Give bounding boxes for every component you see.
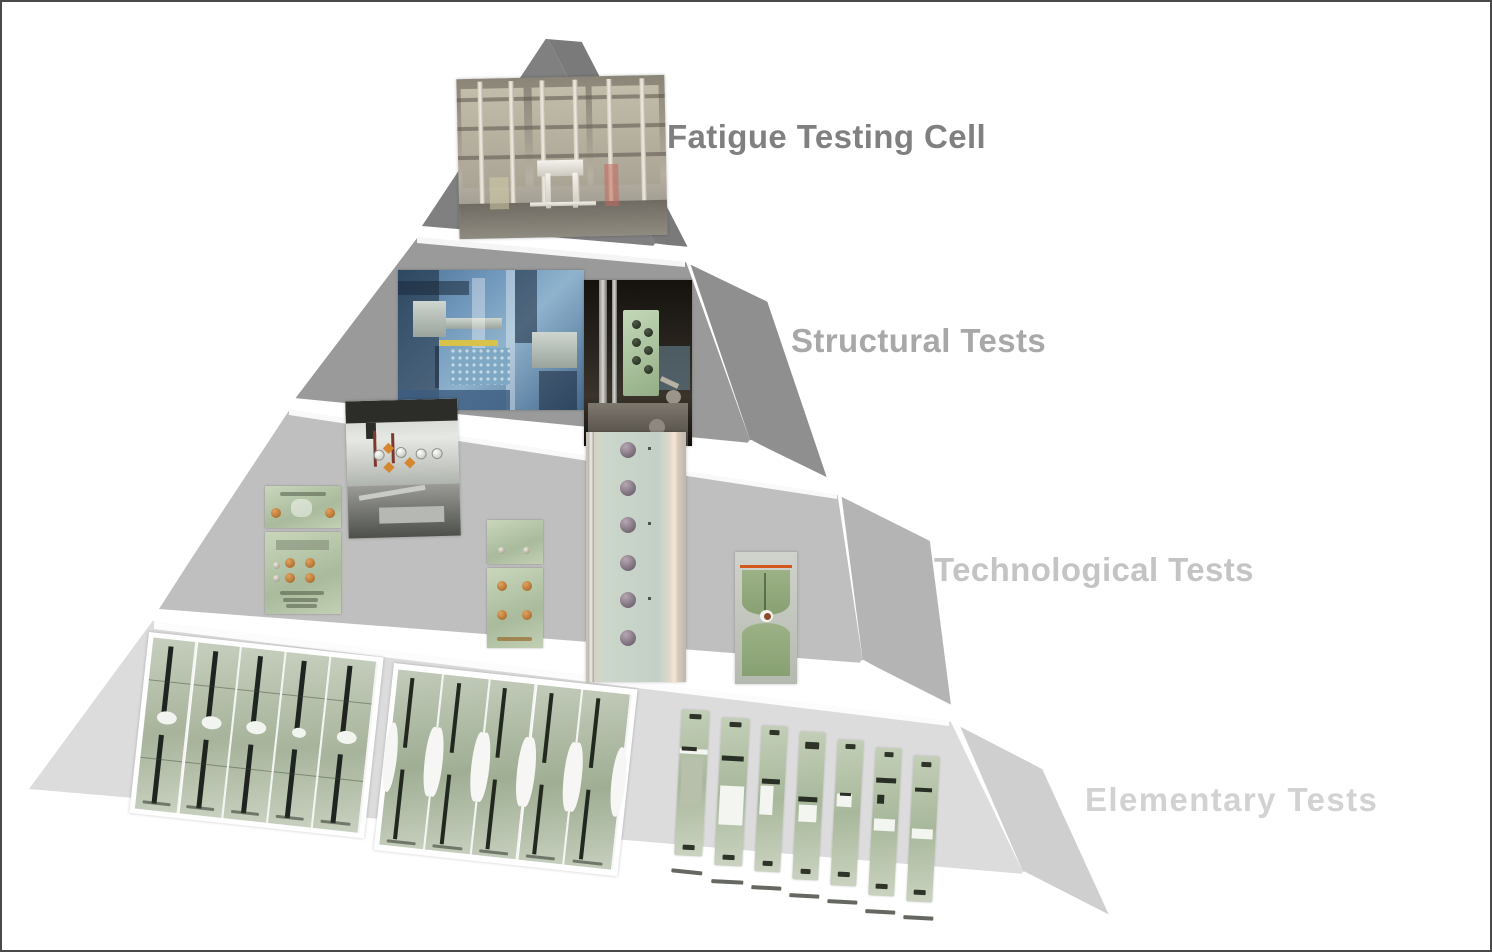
tier-label-technological-tests: Technological Tests bbox=[934, 551, 1254, 588]
fractured-coupon bbox=[903, 755, 940, 921]
photo-riveted-coupon-left-top bbox=[265, 486, 341, 528]
tier-label-fatigue-testing-cell: Fatigue Testing Cell bbox=[667, 118, 987, 155]
photo-hourglass-specimen-tray bbox=[373, 663, 638, 877]
tier-label-structural-tests: Structural Tests bbox=[791, 322, 1047, 359]
fractured-coupon bbox=[827, 739, 864, 905]
tier-2-side bbox=[689, 260, 831, 482]
tier-label-elementary-tests: Elementary Tests bbox=[1085, 781, 1379, 818]
fractured-coupon bbox=[751, 725, 788, 891]
photo-open-hole-specimen-tray bbox=[129, 632, 384, 839]
photo-structural-test-rig bbox=[398, 270, 584, 410]
tier-4-side bbox=[957, 719, 1114, 920]
fractured-coupon bbox=[711, 717, 750, 885]
photo-dogbone-coupon bbox=[735, 552, 797, 684]
tier-3-side bbox=[841, 492, 954, 709]
photo-riveted-coupon-center-bottom bbox=[487, 568, 543, 648]
fractured-coupon bbox=[789, 731, 826, 899]
tier-edge-right-side-3 bbox=[834, 488, 958, 714]
fractured-coupon bbox=[671, 709, 710, 876]
tier-edge-left-3 bbox=[154, 403, 292, 609]
tier-edge-left-2 bbox=[288, 231, 420, 403]
photo-tensile-machine bbox=[584, 280, 692, 446]
photo-fatigue-testing-cell bbox=[456, 74, 668, 240]
tier-edge-right-side-4 bbox=[946, 715, 1120, 926]
photo-fractured-coupon-row bbox=[671, 702, 968, 921]
photo-riveted-coupon-left-bottom bbox=[265, 532, 341, 614]
photo-stringer-panel bbox=[586, 432, 686, 682]
tier-edge-right-side-2 bbox=[682, 256, 836, 487]
fractured-coupon bbox=[865, 747, 902, 915]
photo-riveted-coupon-center-top bbox=[487, 520, 543, 564]
photo-instrumented-panel bbox=[345, 398, 461, 539]
